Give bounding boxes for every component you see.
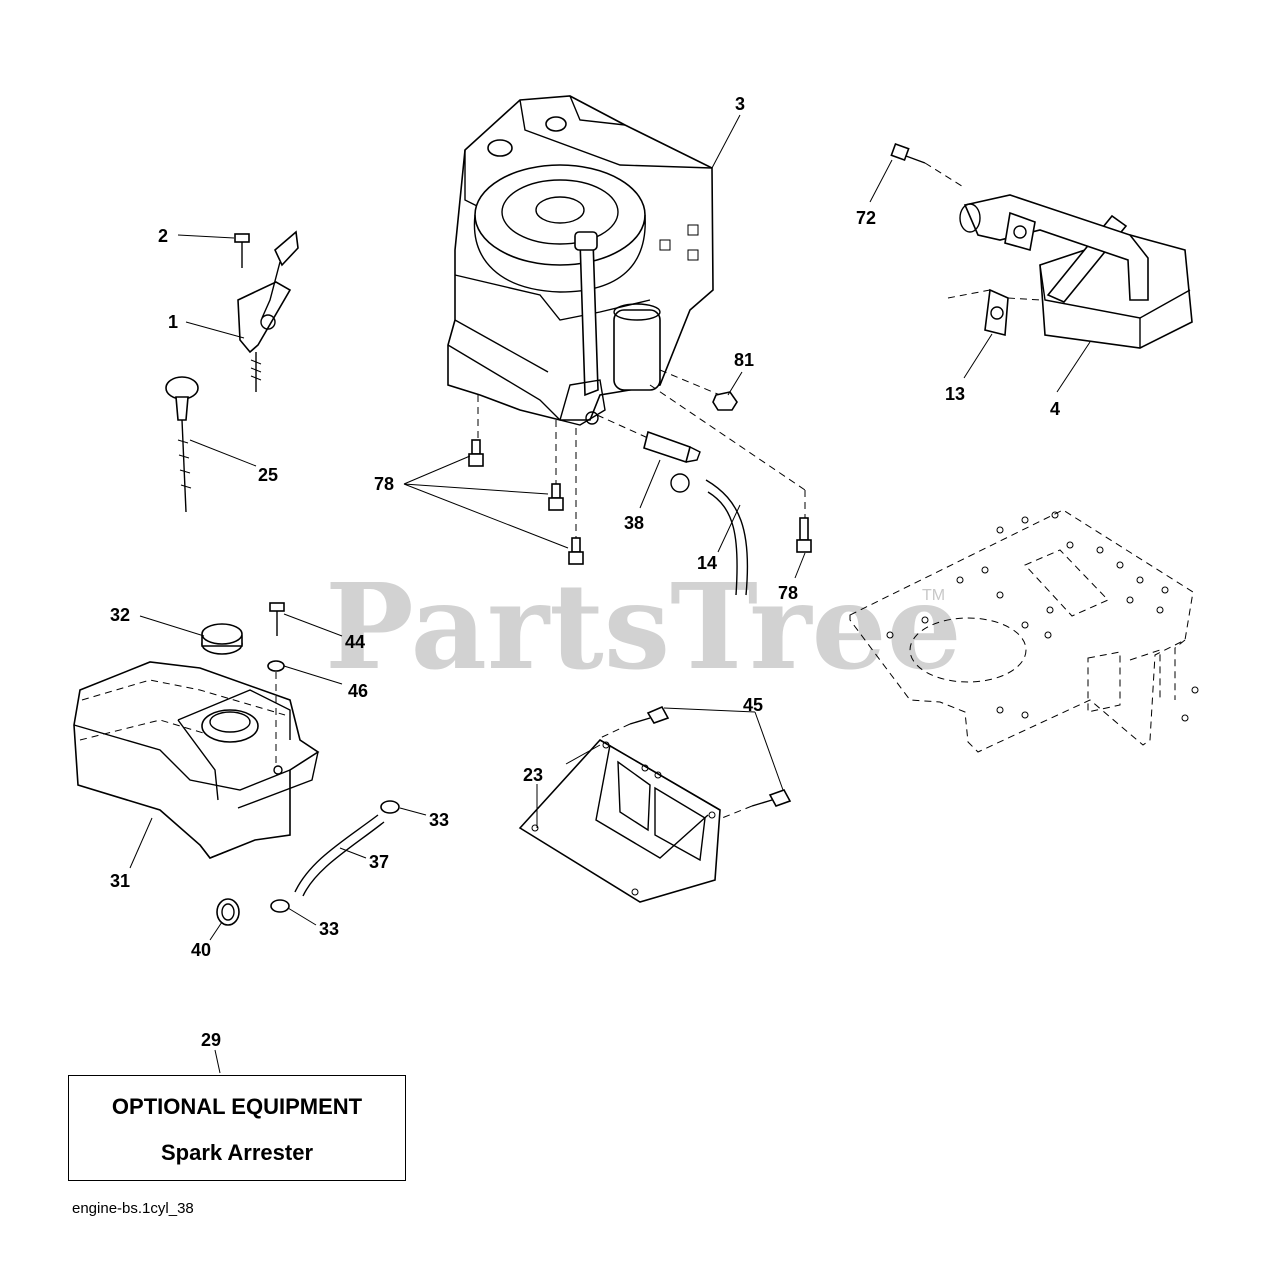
callout-44[interactable]: 44	[345, 632, 365, 652]
callout-37[interactable]: 37	[369, 852, 389, 872]
diagram-caption: engine-bs.1cyl_38	[72, 1200, 194, 1217]
callout-13[interactable]: 13	[945, 384, 965, 404]
callout-33-lower[interactable]: 33	[319, 919, 339, 939]
callout-46[interactable]: 46	[348, 681, 368, 701]
part-31-fuel-tank[interactable]	[73, 661, 320, 859]
part-40-grommet[interactable]	[216, 898, 240, 926]
leader-lines	[129, 114, 1091, 1074]
callout-78-right[interactable]: 78	[778, 583, 798, 603]
watermark-trademark: TM	[922, 587, 945, 604]
callout-32[interactable]: 32	[110, 605, 130, 625]
callout-38[interactable]: 38	[624, 513, 644, 533]
part-44-screw[interactable]	[269, 602, 285, 636]
part-23-heat-shield[interactable]	[518, 738, 721, 903]
callout-31[interactable]: 31	[110, 871, 130, 891]
engine-assembly[interactable]	[447, 95, 714, 426]
callout-labels: 3 72 2 1 81 13 4 25 78 38 14 78 32 44 46…	[110, 94, 1060, 1050]
part-37-fuel-line[interactable]	[294, 814, 385, 897]
callout-33-upper[interactable]: 33	[429, 810, 449, 830]
callout-72[interactable]: 72	[856, 208, 876, 228]
callout-4[interactable]: 4	[1050, 399, 1060, 419]
part-25-choke-knob[interactable]	[165, 376, 199, 513]
callout-45[interactable]: 45	[743, 695, 763, 715]
callout-29[interactable]: 29	[201, 1030, 221, 1050]
callout-1[interactable]: 1	[168, 312, 178, 332]
part-38-fuel-filter[interactable]	[643, 430, 701, 493]
callout-14[interactable]: 14	[697, 553, 717, 573]
part-72-bolt[interactable]	[890, 142, 926, 164]
callout-78-left[interactable]: 78	[374, 474, 394, 494]
engine-bolts[interactable]	[468, 395, 812, 565]
callout-3[interactable]: 3	[735, 94, 745, 114]
flange-gasket[interactable]	[1004, 211, 1036, 252]
part-13-gasket[interactable]	[984, 288, 1009, 337]
part-14-fuel-hose[interactable]	[705, 479, 749, 596]
callout-40[interactable]: 40	[191, 940, 211, 960]
part-33-clamp-lower[interactable]	[270, 899, 290, 913]
part-32-fuel-cap[interactable]	[201, 623, 243, 655]
part-33-clamp-upper[interactable]	[380, 800, 400, 814]
part-1-throttle-control[interactable]	[237, 230, 299, 392]
callout-23[interactable]: 23	[523, 765, 543, 785]
part-46-washer[interactable]	[267, 660, 285, 672]
callout-81[interactable]: 81	[734, 350, 754, 370]
part-81-nut[interactable]	[712, 391, 738, 411]
part-45-screws[interactable]	[599, 705, 792, 819]
watermark-text: PartsTree	[325, 557, 962, 696]
optional-equipment-box: OPTIONAL EQUIPMENT Spark Arrester	[68, 1075, 406, 1181]
frame-reference	[849, 509, 1199, 753]
note-title: OPTIONAL EQUIPMENT	[111, 1094, 363, 1119]
note-text: Spark Arrester	[160, 1140, 314, 1165]
callout-2[interactable]: 2	[158, 226, 168, 246]
callout-25[interactable]: 25	[258, 465, 278, 485]
part-2-screw[interactable]	[234, 233, 250, 268]
